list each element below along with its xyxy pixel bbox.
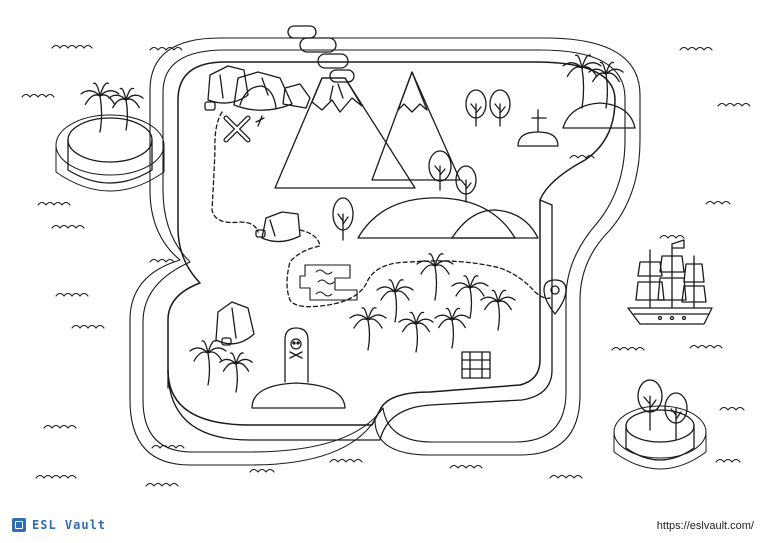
rock-icon xyxy=(207,65,311,346)
wave-icon xyxy=(35,474,77,479)
small-island-top-left xyxy=(55,114,165,192)
wave-icon xyxy=(149,258,175,263)
wave-icon xyxy=(151,444,185,449)
palm-tree-icon xyxy=(108,87,144,131)
palm-tree-icon xyxy=(376,279,414,323)
grave-icon xyxy=(251,327,346,409)
wave-icon xyxy=(719,406,745,411)
palm-tree-icon xyxy=(189,340,227,386)
wave-icon xyxy=(249,468,275,473)
pirate-ship-icon xyxy=(627,239,713,325)
wave-icon xyxy=(715,458,741,463)
wave-icon xyxy=(569,154,595,159)
smoke-icon xyxy=(287,25,355,83)
wave-icon xyxy=(43,424,77,429)
wave-icon xyxy=(71,324,105,329)
wave-icon xyxy=(21,44,751,487)
palm-tree-icon xyxy=(562,54,602,109)
wave-icon xyxy=(449,464,483,469)
x-marks-the-spot-icon xyxy=(223,115,251,143)
wave-icon xyxy=(21,93,55,98)
wave-icon xyxy=(55,292,89,297)
wave-icon xyxy=(51,44,93,49)
cross-icon xyxy=(517,109,559,147)
bridge xyxy=(461,351,491,379)
wave-icon xyxy=(549,474,583,479)
mountain-icon xyxy=(371,71,461,181)
wave-icon xyxy=(705,200,731,205)
palm-tree-icon xyxy=(416,253,454,301)
palm-tree-icon xyxy=(80,54,624,393)
palm-tree-icon xyxy=(480,289,516,331)
brand-label: ESL Vault xyxy=(32,518,107,532)
logo-icon xyxy=(12,518,26,532)
brand-logo[interactable]: ESL Vault xyxy=(12,514,106,536)
tree-icon xyxy=(332,89,511,241)
wave-icon xyxy=(329,458,363,463)
small-island-top-right xyxy=(562,102,636,129)
wave-icon xyxy=(611,346,645,351)
wave-icon xyxy=(37,201,71,206)
wave-icon xyxy=(51,224,85,229)
skull-icon xyxy=(289,338,303,359)
palm-tree-icon xyxy=(588,61,624,109)
location-pin-icon xyxy=(543,279,567,315)
palm-tree-icon xyxy=(349,307,387,351)
wave-icon xyxy=(717,102,751,107)
small-island-bottom-right xyxy=(613,379,707,470)
volcano-icon xyxy=(274,77,416,189)
palm-tree-icon xyxy=(434,307,470,349)
palm-tree-icon xyxy=(80,82,120,133)
palm-tree-icon xyxy=(451,275,489,319)
wave-icon xyxy=(689,344,723,349)
hills xyxy=(357,197,539,239)
footer-url[interactable]: https://eslvault.com/ xyxy=(656,520,754,532)
treasure-path xyxy=(211,111,551,308)
palm-tree-icon xyxy=(398,311,434,353)
pickaxe-icon xyxy=(204,101,265,127)
island-outline xyxy=(129,37,641,466)
palm-tree-icon xyxy=(219,352,253,393)
wave-icon xyxy=(679,46,713,51)
wave-icon xyxy=(659,234,685,239)
wave-icon xyxy=(145,482,179,487)
lake xyxy=(299,264,358,301)
wave-icon xyxy=(149,46,183,51)
